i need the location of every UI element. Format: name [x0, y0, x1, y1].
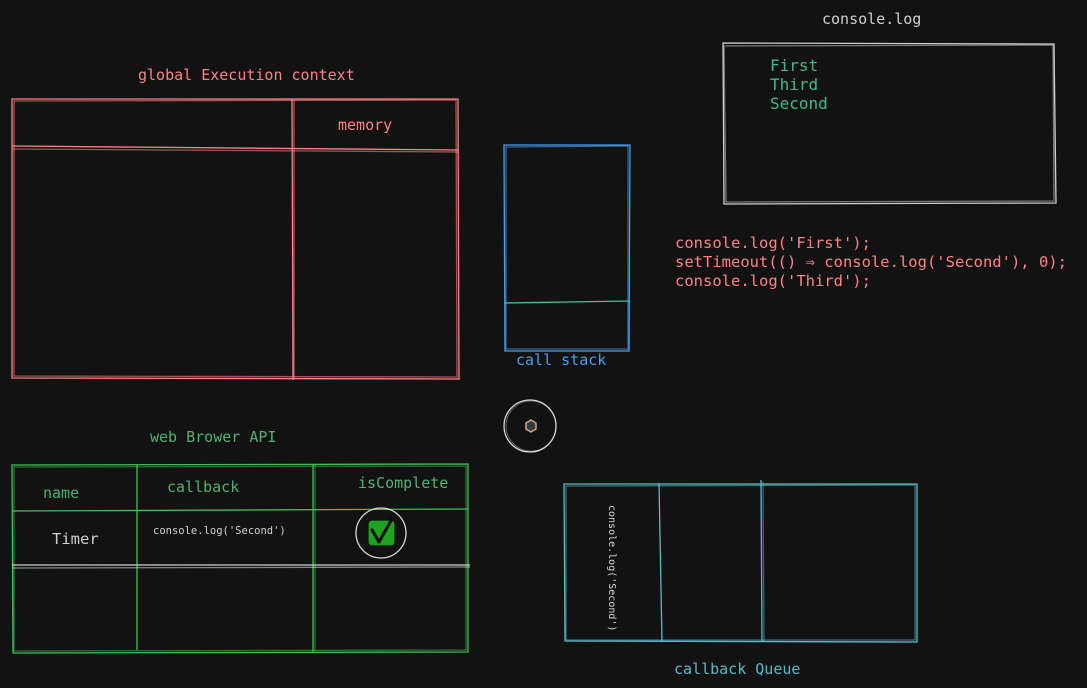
web-browser-api-table [11, 463, 471, 654]
column-header-callback: callback [167, 478, 240, 496]
code-line: setTimeout(() ⇒ console.log('Second'), 0… [675, 253, 1067, 271]
call-stack-box [503, 144, 631, 352]
code-snippet: console.log('First'); setTimeout(() ⇒ co… [675, 234, 1067, 291]
callback-queue-item: console.log('Second') [606, 505, 617, 632]
column-header-name: name [43, 484, 80, 502]
code-line: console.log('Third'); [675, 272, 871, 290]
console-line: First [770, 56, 819, 75]
code-line: console.log('First'); [675, 234, 871, 252]
callback-queue-label: callback Queue [674, 660, 801, 678]
web-browser-api-title: web Brower API [150, 428, 277, 446]
row-callback-cell: console.log('Second') [153, 525, 286, 537]
global-execution-context-title: global Execution context [138, 66, 355, 84]
global-execution-context-box [11, 98, 460, 381]
memory-label: memory [338, 116, 393, 134]
row-name-cell: Timer [52, 530, 99, 548]
event-loop-icon [503, 399, 557, 453]
console-line: Third [770, 75, 819, 94]
console-title: console.log [822, 10, 922, 28]
callback-queue-box [563, 479, 918, 643]
console-output: First Third Second [770, 56, 828, 113]
console-line: Second [770, 94, 828, 113]
call-stack-label: call stack [516, 351, 607, 369]
column-header-iscomplete: isComplete [358, 474, 449, 492]
console-box [722, 42, 1057, 205]
is-complete-check-icon [355, 507, 407, 559]
